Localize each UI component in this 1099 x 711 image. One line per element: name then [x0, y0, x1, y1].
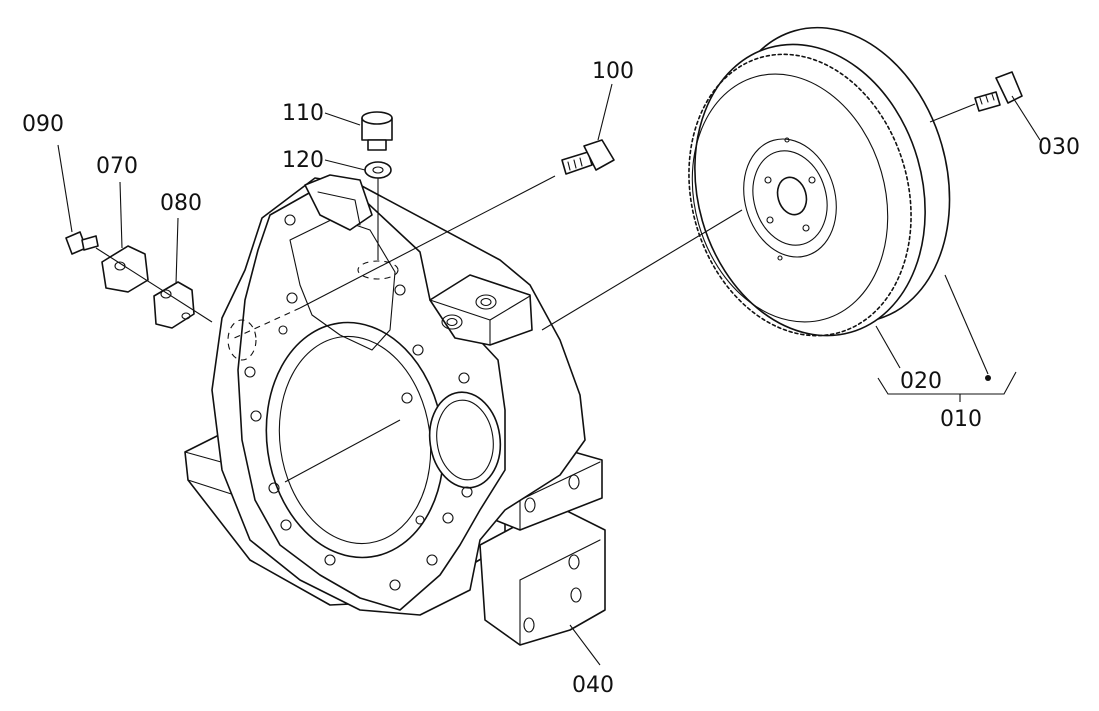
label-070: 070	[96, 154, 138, 179]
plate-070	[101, 245, 149, 293]
bolt-030	[974, 71, 1023, 112]
label-010: 010	[940, 407, 982, 432]
bolt-100	[561, 139, 615, 175]
flywheel-housing	[184, 174, 606, 646]
label-090: 090	[22, 112, 64, 137]
part-labels: 090 070 080 110 120 100 030 020 010 040	[22, 59, 1080, 698]
washer-120	[364, 161, 392, 179]
label-100: 100	[592, 59, 634, 84]
plug-110	[361, 111, 393, 151]
label-040: 040	[572, 673, 614, 698]
label-110: 110	[282, 101, 324, 126]
label-080: 080	[160, 191, 202, 216]
label-030: 030	[1038, 135, 1080, 160]
leader-lines	[57, 83, 1041, 666]
bolt-090	[65, 231, 99, 255]
gasket-080	[153, 281, 195, 329]
label-020: 020	[900, 369, 942, 394]
label-120: 120	[282, 148, 324, 173]
flywheel	[688, 26, 951, 337]
assembly-lines	[95, 103, 976, 483]
